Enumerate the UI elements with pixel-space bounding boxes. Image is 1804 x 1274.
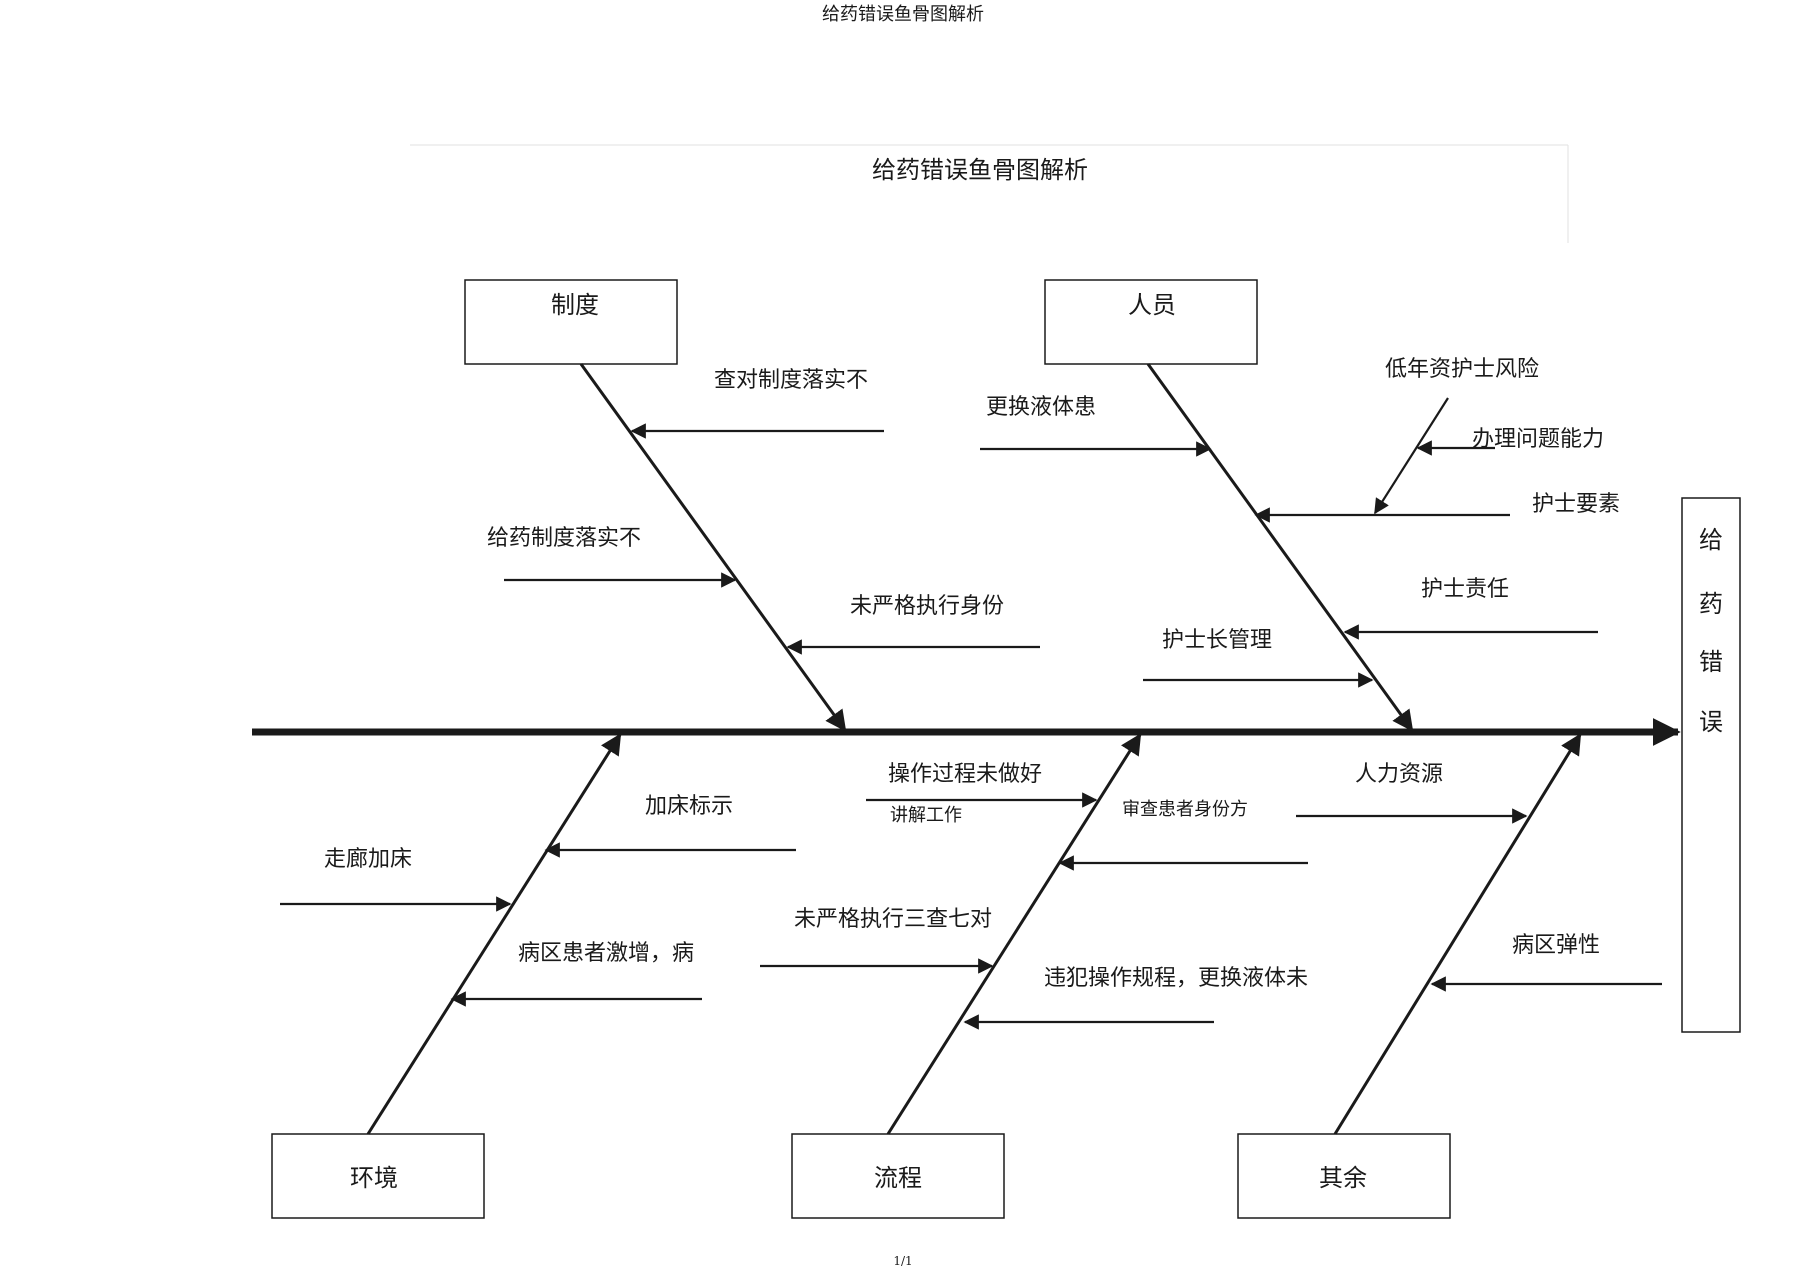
effect-box — [1681, 497, 1741, 1033]
bone-process — [886, 733, 1142, 1135]
title-frame — [410, 144, 1569, 243]
category-environment: 环境 — [271, 1133, 485, 1219]
cause-policy-3: 未严格执行身份 — [850, 594, 1004, 619]
category-staff: 人员 — [1044, 279, 1258, 365]
bone-environment — [366, 733, 622, 1135]
cause-other-1: 人力资源 — [1355, 762, 1443, 787]
cause-env-1: 加床标示 — [645, 794, 733, 819]
cause-staff-1: 更换液体患 — [986, 395, 1096, 420]
cause-staff-2: 低年资护士风险 — [1385, 357, 1539, 382]
cause-proc-3: 未严格执行三查七对 — [794, 907, 992, 932]
bone-policy — [579, 363, 847, 732]
category-process-label: 流程 — [874, 1164, 922, 1192]
category-other-label: 其余 — [1319, 1164, 1367, 1192]
cause-staff-4: 护士责任 — [1421, 577, 1509, 602]
cause-policy-2: 给药制度落实不 — [487, 526, 641, 551]
effect-char-1: 给 — [1699, 526, 1723, 554]
cause-proc-1b: 讲解工作 — [890, 805, 962, 826]
category-environment-label: 环境 — [350, 1164, 398, 1192]
diagram-title: 给药错误鱼骨图解析 — [872, 156, 1088, 184]
effect-char-4: 误 — [1699, 708, 1723, 736]
cause-staff-5: 护士长管理 — [1162, 628, 1272, 653]
arrow-staff-2 — [1374, 397, 1449, 515]
cause-other-2: 病区弹性 — [1512, 933, 1600, 958]
category-process: 流程 — [791, 1133, 1005, 1219]
cause-proc-1: 操作过程未做好 — [888, 762, 1042, 787]
bone-other — [1333, 733, 1582, 1135]
category-staff-label: 人员 — [1128, 291, 1176, 319]
category-policy-label: 制度 — [551, 291, 599, 319]
cause-proc-2: 审查患者身份方 — [1122, 799, 1248, 820]
category-other: 其余 — [1237, 1133, 1451, 1219]
cause-policy-1: 查对制度落实不 — [714, 368, 868, 393]
effect-char-3: 错 — [1699, 648, 1723, 676]
cause-proc-4: 违犯操作规程，更换液体未 — [1044, 966, 1308, 991]
cause-env-3: 病区患者激增，病 — [518, 941, 694, 966]
page-header: 给药错误鱼骨图解析 — [822, 4, 984, 25]
cause-env-2: 走廊加床 — [324, 847, 412, 872]
cause-staff-3: 护士要素 — [1532, 492, 1620, 517]
effect-char-2: 药 — [1699, 590, 1723, 618]
category-policy: 制度 — [464, 279, 678, 365]
cause-staff-2b: 办理问题能力 — [1472, 427, 1604, 452]
page-footer: 1/1 — [893, 1254, 912, 1268]
bone-staff — [1146, 363, 1414, 732]
